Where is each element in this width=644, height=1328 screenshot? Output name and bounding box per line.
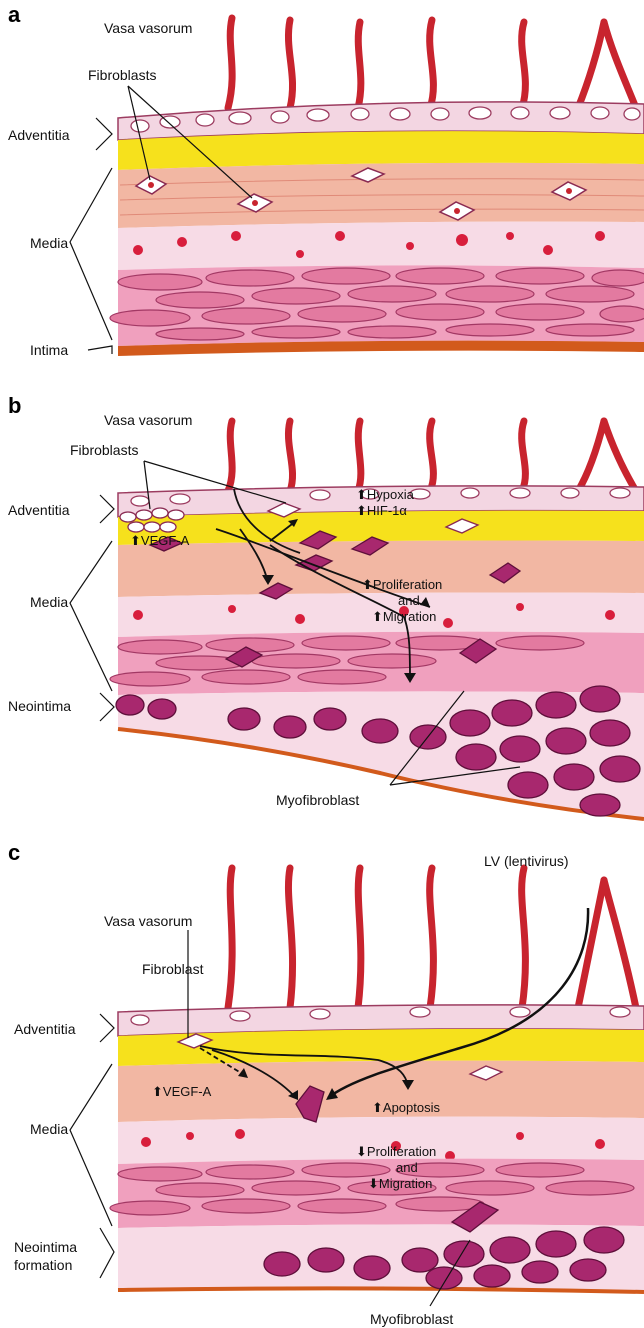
panel-label: a <box>8 2 21 27</box>
and-label: and <box>398 593 420 608</box>
migration-label: ⬆Migration <box>372 609 436 624</box>
media-label: Media <box>30 594 68 610</box>
lv-label: LV (lentivirus) <box>484 853 569 869</box>
vasa-vasorum-label: Vasa vasorum <box>104 913 192 929</box>
panel-b-illustration: b Vasa vasorum Fibroblasts Adventitia Me… <box>0 393 644 833</box>
vasa-vasorum-label: Vasa vasorum <box>104 20 192 36</box>
adventitia-brace <box>100 1014 114 1042</box>
myofibroblast-label: Myofibroblast <box>276 792 359 808</box>
panel-b: b Vasa vasorum Fibroblasts Adventitia Me… <box>0 393 644 833</box>
apoptosis-label: ⬆Apoptosis <box>372 1100 440 1115</box>
panel-c: c LV (lentivirus) Vasa vasorum Fibroblas… <box>0 840 644 1328</box>
vegf-a-label: ⬆VEGF-A <box>152 1084 212 1099</box>
adventitia-label: Adventitia <box>8 127 70 143</box>
panel-label: b <box>8 393 21 418</box>
panel-label: c <box>8 840 20 865</box>
vasa-vasorum-vessels <box>228 18 636 108</box>
media-label: Media <box>30 235 68 251</box>
hypoxia-label: ⬆Hypoxia <box>356 487 415 502</box>
vasa-vasorum-vessels <box>228 421 636 491</box>
and-label: and <box>396 1160 418 1175</box>
fibroblasts-label: Fibroblasts <box>70 442 138 458</box>
vasa-vasorum-label: Vasa vasorum <box>104 412 192 428</box>
hif-1a-label: ⬆HIF-1α <box>356 503 407 518</box>
panel-a-illustration: a Vasa vasorum Fibroblasts Adventitia Me… <box>0 0 644 372</box>
media-brace <box>70 541 112 691</box>
adventitia-label: Adventitia <box>14 1021 76 1037</box>
neointima-label: Neointima <box>14 1239 77 1255</box>
neointima-lamina <box>118 1288 644 1292</box>
media-brace <box>70 1064 112 1226</box>
intima-label: Intima <box>30 342 68 358</box>
media-label: Media <box>30 1121 68 1137</box>
adventitia-brace <box>96 118 112 150</box>
migration-label: ⬇Migration <box>368 1176 432 1191</box>
adventitia-label: Adventitia <box>8 502 70 518</box>
intima-brace <box>88 346 112 354</box>
fibroblasts-label: Fibroblasts <box>88 67 156 83</box>
media-matrix <box>118 222 644 270</box>
formation-label: formation <box>14 1257 72 1273</box>
panel-a: a Vasa vasorum Fibroblasts Adventitia Me… <box>0 0 644 372</box>
proliferation-label: ⬆Proliferation <box>362 577 442 592</box>
fibroblast-label: Fibroblast <box>142 961 204 977</box>
media-brace <box>70 168 112 340</box>
vasa-vasorum-vessels <box>228 868 636 1008</box>
vegf-a-label: ⬆VEGF-A <box>130 533 190 548</box>
neointima-brace <box>100 1228 114 1278</box>
panel-c-illustration: c LV (lentivirus) Vasa vasorum Fibroblas… <box>0 840 644 1328</box>
proliferation-label: ⬇Proliferation <box>356 1144 436 1159</box>
adventitia-brace <box>100 495 114 523</box>
neointima-label: Neointima <box>8 698 71 714</box>
myofibroblast-label: Myofibroblast <box>370 1311 453 1327</box>
neointima-brace <box>100 693 114 721</box>
